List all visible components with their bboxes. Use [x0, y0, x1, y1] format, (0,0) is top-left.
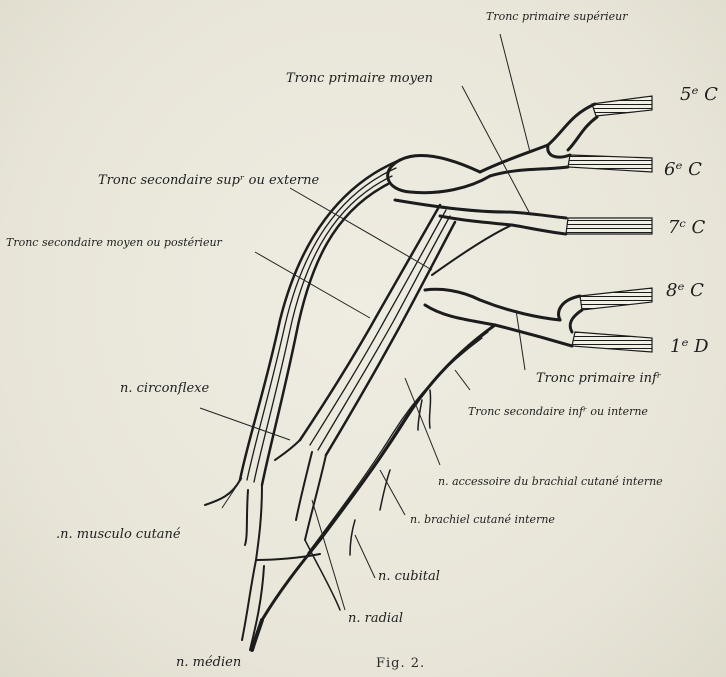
root-c6-stub: [568, 155, 652, 172]
root-c5-stub: [592, 96, 652, 116]
figure-caption: Fig. 2.: [376, 656, 425, 671]
label-n-median: n. médien: [176, 655, 241, 670]
label-n-musculo-cutane: .n. musculo cutané: [56, 527, 181, 542]
label-tronc-secondaire-sup: Tronc secondaire supʳ ou externe: [98, 173, 319, 188]
label-tronc-secondaire-moyen: Tronc secondaire moyen ou postérieur: [6, 236, 223, 249]
label-n-brachial: n. brachiel cutané interne: [410, 513, 555, 526]
upper-primary-trunk: [388, 104, 597, 193]
label-n-radial: n. radial: [348, 611, 403, 626]
label-n-cubital: n. cubital: [378, 569, 440, 584]
label-tronc-secondaire-inf: Tronc secondaire infʳ ou interne: [468, 405, 648, 418]
root-label-d1: 1ᵉ D: [670, 336, 709, 357]
root-c7-stub: [566, 218, 652, 234]
lateral-cord: [205, 160, 400, 650]
posterior-cord: [275, 205, 455, 610]
root-d1-stub: [572, 332, 652, 352]
label-tronc-primaire-moyen: Tronc primaire moyen: [286, 71, 433, 86]
root-label-c8: 8ᵉ C: [666, 280, 704, 301]
root-label-c6: 6ᵉ C: [664, 159, 702, 180]
lower-primary-trunk: [425, 289, 582, 346]
root-label-c7: 7ᶜ C: [668, 217, 706, 238]
label-n-circonflexe: n. circonflexe: [120, 381, 209, 396]
root-c8-stub: [580, 288, 652, 310]
label-n-accessoire: n. accessoire du brachial cutané interne: [438, 475, 663, 488]
root-label-c5: 5ᵉ C: [680, 84, 718, 105]
label-tronc-primaire-inf: Tronc primaire infʳ: [536, 371, 662, 386]
label-tronc-primaire-superieur: Tronc primaire supérieur: [486, 10, 628, 23]
